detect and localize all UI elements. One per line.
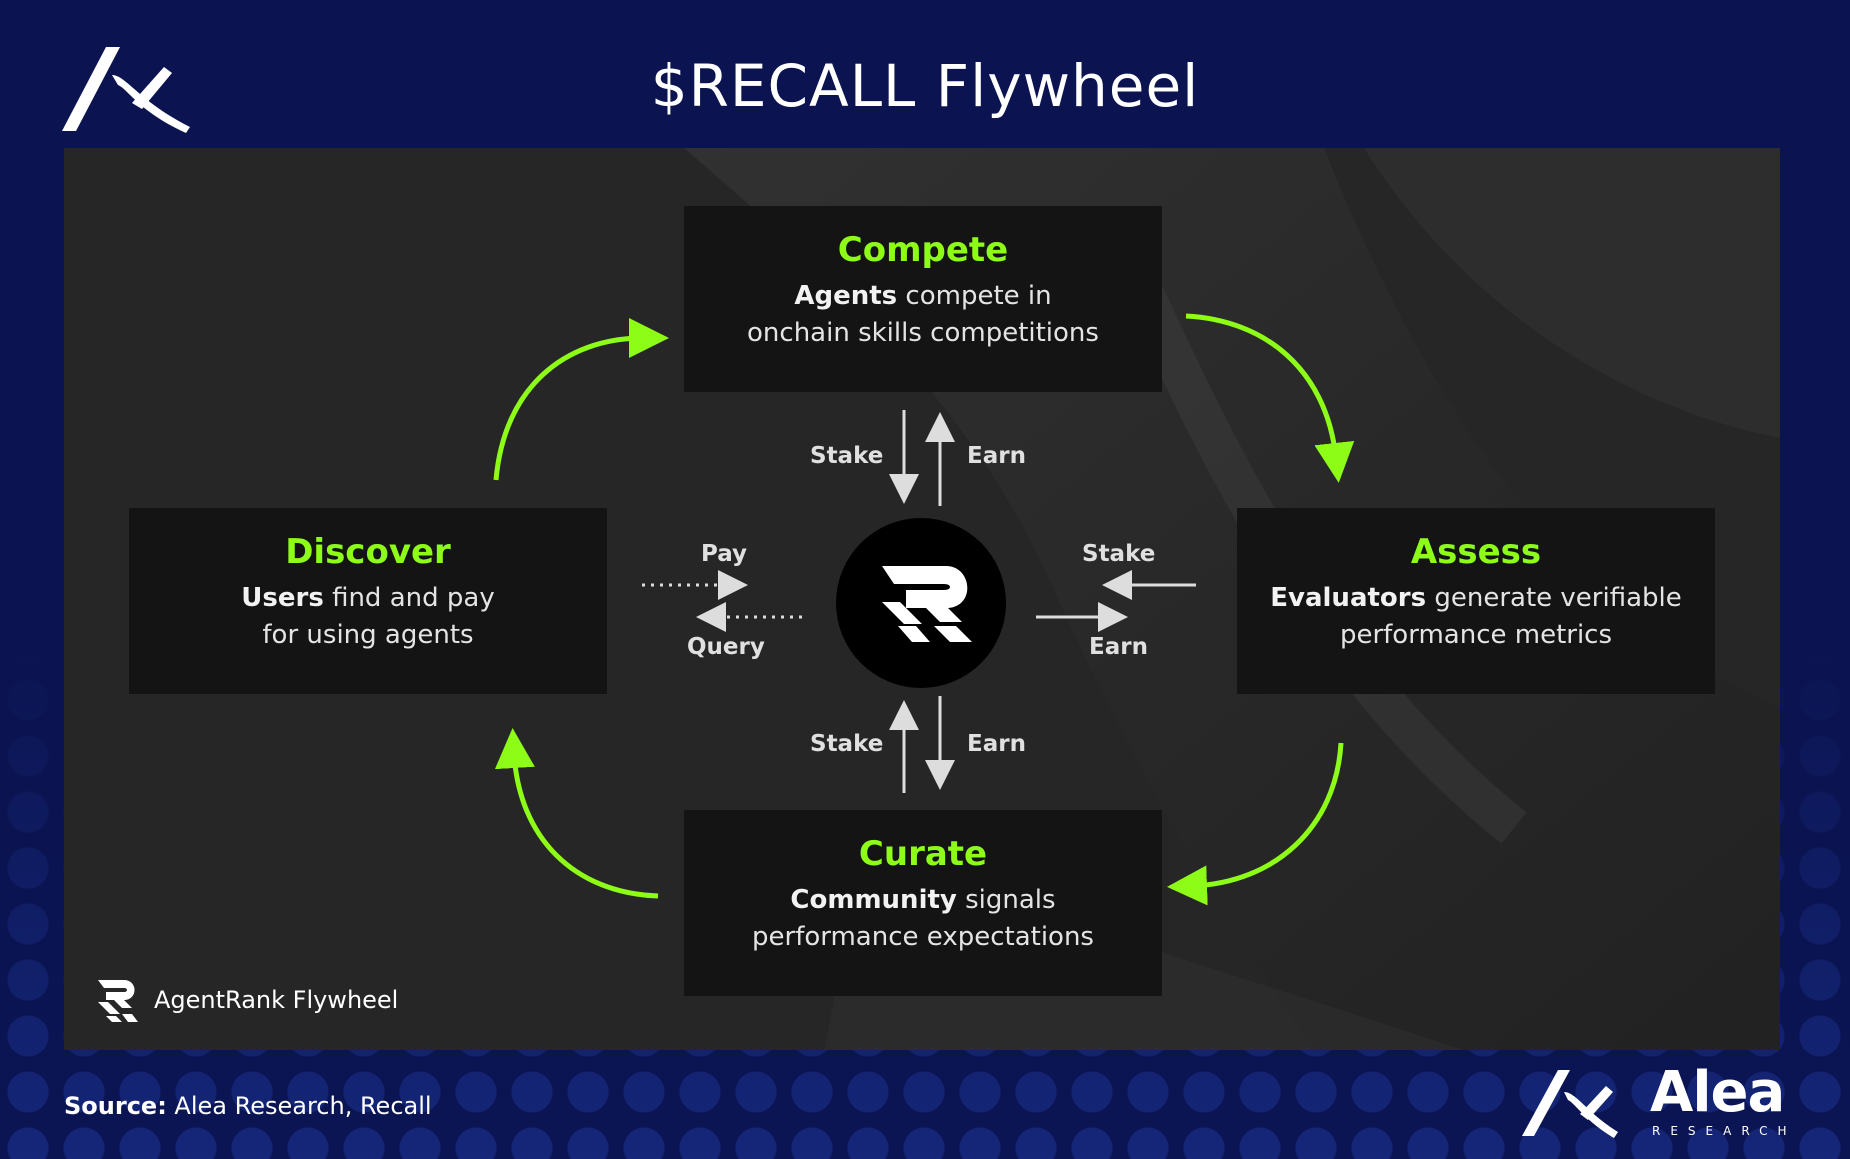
curate-line2: performance expectations <box>752 922 1094 952</box>
curate-bold: Community <box>790 885 957 915</box>
discover-line1: Users find and pay <box>129 580 607 617</box>
assess-bold: Evaluators <box>1270 583 1427 613</box>
brand-subtitle: RESEARCH <box>1652 1124 1797 1138</box>
curate-node: Curate Community signals performance exp… <box>684 810 1162 996</box>
arc-discover-to-compete <box>493 318 669 481</box>
assess-title: Assess <box>1410 532 1542 572</box>
compete-line1-rest: compete in <box>897 281 1052 311</box>
right-stake-label: Stake <box>1082 541 1156 567</box>
agentrank-logo-icon <box>98 980 138 1022</box>
left-pay-label: Pay <box>701 541 748 567</box>
left-query-label: Query <box>687 634 765 660</box>
assess-line2: performance metrics <box>1339 620 1613 650</box>
discover-node: Discover Users find and pay for using ag… <box>129 508 607 694</box>
page-title: $RECALL Flywheel <box>650 52 1200 120</box>
source-label: Source: <box>64 1092 167 1120</box>
compete-node: Compete Agents compete in onchain skills… <box>684 206 1162 392</box>
source-text: Alea Research, Recall <box>166 1092 432 1120</box>
arc-compete-to-assess <box>1185 313 1355 483</box>
recall-r-logo-icon <box>882 566 972 642</box>
bottom-stake-label: Stake <box>810 731 884 757</box>
arc-assess-to-curate <box>1167 742 1344 906</box>
curate-title: Curate <box>858 834 988 874</box>
assess-node: Assess Evaluators generate verifiable pe… <box>1237 508 1715 694</box>
compete-line2: onchain skills competitions <box>747 318 1099 348</box>
top-earn-label: Earn <box>967 443 1026 469</box>
agentrank-label: AgentRank Flywheel <box>154 986 399 1014</box>
alea-brand-logo-icon <box>1522 1070 1618 1138</box>
flywheel-arrows <box>493 313 1355 906</box>
assess-line1: Evaluators generate verifiable <box>1237 580 1715 617</box>
compete-bold: Agents <box>794 281 898 311</box>
discover-bold: Users <box>241 583 324 613</box>
curate-line1-rest: signals <box>956 885 1056 915</box>
compete-line1: Agents compete in <box>684 278 1162 315</box>
arc-curate-to-discover <box>494 728 659 899</box>
discover-line2: for using agents <box>262 620 474 650</box>
recall-token-badge <box>836 518 1006 688</box>
top-stake-label: Stake <box>810 443 884 469</box>
source-note: Source: Alea Research, Recall <box>64 1092 432 1120</box>
compete-title: Compete <box>837 230 1009 270</box>
curate-line1: Community signals <box>684 882 1162 919</box>
brand-name: Alea <box>1650 1060 1785 1125</box>
flywheel-panel: Compete Agents compete in onchain skills… <box>64 148 1780 1050</box>
bottom-earn-label: Earn <box>967 731 1026 757</box>
discover-line1-rest: find and pay <box>323 583 495 613</box>
alea-logo-icon <box>62 47 190 133</box>
assess-line1-rest: generate verifiable <box>1426 583 1682 613</box>
discover-title: Discover <box>285 532 451 572</box>
right-earn-label: Earn <box>1089 634 1148 660</box>
